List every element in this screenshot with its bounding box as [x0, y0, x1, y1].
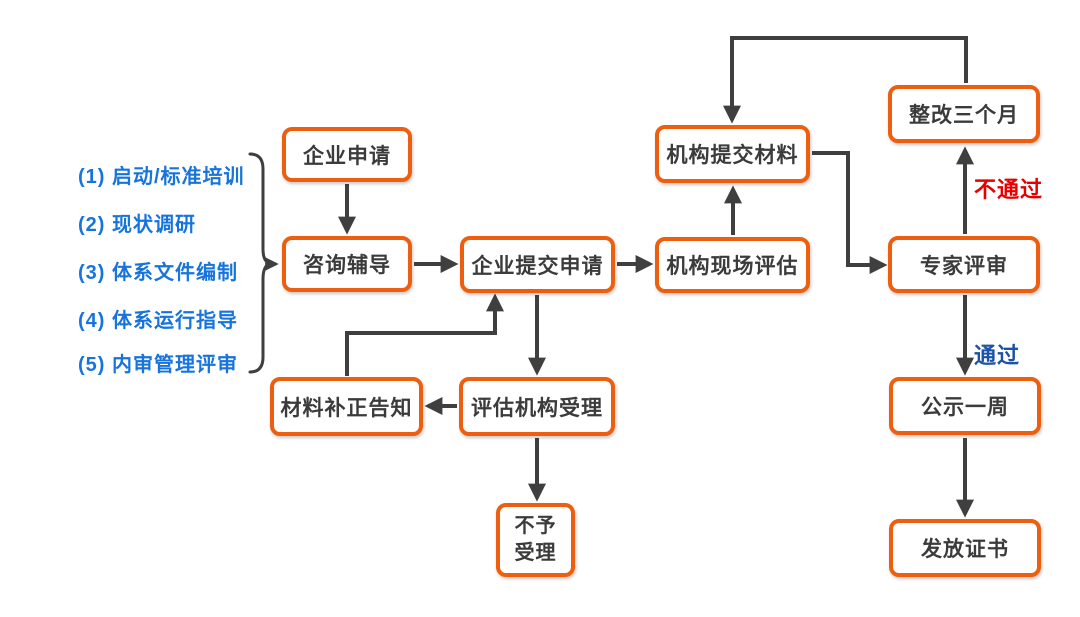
- node-rectify-three-months: 整改三个月: [888, 85, 1040, 143]
- node-material-correction-notice: 材料补正告知: [270, 377, 423, 436]
- node-eval-org-acceptance: 评估机构受理: [459, 377, 615, 436]
- arrow-rectify-to-materials: [723, 36, 968, 124]
- arrow-correction-to-submit: [345, 293, 504, 376]
- node-not-accepted: 不予 受理: [496, 503, 575, 577]
- prep-step-training: (1) 启动/标准培训: [78, 166, 245, 188]
- prep-step-survey: (2) 现状调研: [78, 214, 196, 236]
- arrow-materials-to-expert: [812, 151, 888, 274]
- prep-steps-brace: [248, 152, 276, 374]
- node-public-notice-one-week: 公示一周: [889, 377, 1041, 435]
- node-expert-review: 专家评审: [888, 236, 1040, 293]
- node-org-submit-materials: 机构提交材料: [655, 125, 810, 183]
- prep-step-internal-audit: (5) 内审管理评审: [78, 354, 238, 376]
- node-org-onsite-evaluation: 机构现场评估: [655, 237, 810, 293]
- edge-label-pass: 通过: [974, 343, 1021, 368]
- edge-label-fail: 不通过: [974, 177, 1044, 202]
- node-enterprise-apply: 企业申请: [282, 127, 412, 182]
- node-consult-coach: 咨询辅导: [282, 236, 412, 292]
- prep-step-documents: (3) 体系文件编制: [78, 262, 238, 284]
- prep-step-operation: (4) 体系运行指导: [78, 310, 238, 332]
- node-issue-certificate: 发放证书: [889, 519, 1041, 577]
- node-enterprise-submit-application: 企业提交申请: [460, 236, 615, 293]
